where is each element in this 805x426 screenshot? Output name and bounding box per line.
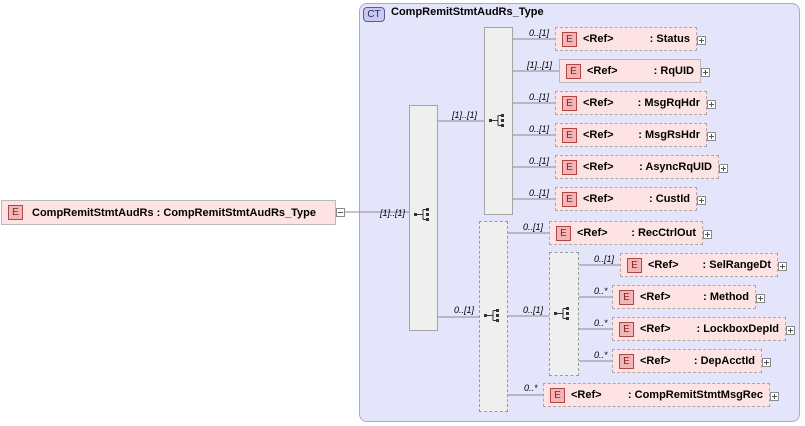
multiplicity-label: [1]..[1] bbox=[380, 208, 406, 218]
element-status[interactable]: E <Ref> : Status bbox=[555, 27, 697, 51]
element-badge: E bbox=[556, 225, 571, 241]
root-element[interactable]: E CompRemitStmtAudRs : CompRemitStmtAudR… bbox=[1, 200, 336, 225]
element-name: : RecCtrlOut bbox=[631, 227, 696, 239]
expand-toggle[interactable] bbox=[697, 196, 706, 205]
multiplicity-label: [1]..[1] bbox=[452, 110, 478, 120]
expand-toggle[interactable] bbox=[697, 36, 706, 45]
expand-toggle[interactable] bbox=[762, 358, 771, 367]
element-selrangedt[interactable]: E <Ref> : SelRangeDt bbox=[620, 253, 778, 277]
element-badge: E bbox=[562, 159, 577, 175]
ref-label: <Ref> bbox=[571, 389, 602, 401]
element-badge: E bbox=[562, 95, 577, 111]
sequence-icon bbox=[414, 208, 429, 221]
element-badge: E bbox=[550, 387, 565, 403]
element-msgrqhdr[interactable]: E <Ref> : MsgRqHdr bbox=[555, 91, 707, 115]
element-badge: E bbox=[619, 353, 634, 369]
element-name: : DepAcctId bbox=[693, 355, 755, 367]
element-lockboxdepid[interactable]: E <Ref> : LockboxDepId bbox=[612, 317, 786, 341]
multiplicity-label: 0..[1] bbox=[529, 92, 550, 102]
element-badge: E bbox=[619, 321, 634, 337]
expand-toggle[interactable] bbox=[703, 230, 712, 239]
ref-label: <Ref> bbox=[648, 259, 679, 271]
expand-toggle[interactable] bbox=[786, 326, 795, 335]
element-badge: E bbox=[627, 257, 642, 273]
multiplicity-label: 0..* bbox=[524, 383, 538, 393]
element-rquid[interactable]: E <Ref> : RqUID bbox=[559, 59, 701, 83]
element-msgrshdr[interactable]: E <Ref> : MsgRsHdr bbox=[555, 123, 707, 147]
expand-toggle[interactable] bbox=[719, 164, 728, 173]
expand-toggle[interactable] bbox=[707, 100, 716, 109]
element-name: : MsgRqHdr bbox=[637, 97, 700, 109]
ref-label: <Ref> bbox=[640, 291, 671, 303]
ref-label: <Ref> bbox=[587, 65, 618, 77]
element-name: : Status bbox=[649, 33, 690, 45]
ref-label: <Ref> bbox=[583, 193, 614, 205]
expand-toggle[interactable] bbox=[707, 132, 716, 141]
multiplicity-label: 0..* bbox=[594, 350, 608, 360]
element-badge: E bbox=[8, 205, 23, 220]
multiplicity-label: 0..[1] bbox=[523, 305, 544, 315]
element-custid[interactable]: E <Ref> : CustId bbox=[555, 187, 697, 211]
multiplicity-label: 0..* bbox=[594, 286, 608, 296]
sequence-icon bbox=[489, 114, 504, 127]
sequence-icon bbox=[484, 309, 499, 322]
expand-toggle[interactable] bbox=[770, 392, 779, 401]
ref-label: <Ref> bbox=[577, 227, 608, 239]
expand-toggle[interactable] bbox=[756, 294, 765, 303]
element-asyncrquid[interactable]: E <Ref> : AsyncRqUID bbox=[555, 155, 719, 179]
sequence-top[interactable] bbox=[484, 27, 513, 215]
element-name: : Method bbox=[703, 291, 749, 303]
root-element-label: CompRemitStmtAudRs : CompRemitStmtAudRs_… bbox=[32, 206, 316, 219]
element-badge: E bbox=[619, 289, 634, 305]
ref-label: <Ref> bbox=[583, 129, 614, 141]
multiplicity-label: 0..[1] bbox=[523, 222, 544, 232]
collapse-toggle[interactable] bbox=[336, 208, 345, 217]
expand-toggle[interactable] bbox=[778, 262, 787, 271]
element-badge: E bbox=[562, 31, 577, 47]
multiplicity-label: 0..[1] bbox=[454, 305, 475, 315]
multiplicity-label: [1]..[1] bbox=[527, 60, 553, 70]
element-name: : SelRangeDt bbox=[702, 259, 771, 271]
ref-label: <Ref> bbox=[640, 323, 671, 335]
element-name: : LockboxDepId bbox=[696, 323, 779, 335]
ref-label: <Ref> bbox=[640, 355, 671, 367]
element-name: : CompRemitStmtMsgRec bbox=[627, 389, 763, 401]
multiplicity-label: 0..[1] bbox=[529, 28, 550, 38]
complex-type-badge: CT bbox=[363, 7, 385, 22]
element-name: : RqUID bbox=[653, 65, 694, 77]
multiplicity-label: 0..[1] bbox=[529, 124, 550, 134]
element-depacctid[interactable]: E <Ref> : DepAcctId bbox=[612, 349, 762, 373]
multiplicity-label: 0..[1] bbox=[594, 254, 615, 264]
element-recctrlout[interactable]: E <Ref> : RecCtrlOut bbox=[549, 221, 703, 245]
complex-type-title: CompRemitStmtAudRs_Type bbox=[391, 6, 544, 18]
element-compremitstmtmsgrec[interactable]: E <Ref> : CompRemitStmtMsgRec bbox=[543, 383, 770, 407]
element-name: : MsgRsHdr bbox=[638, 129, 700, 141]
element-name: : CustId bbox=[649, 193, 690, 205]
multiplicity-label: 0..[1] bbox=[529, 188, 550, 198]
sequence-icon bbox=[554, 307, 569, 320]
element-method[interactable]: E <Ref> : Method bbox=[612, 285, 756, 309]
ref-label: <Ref> bbox=[583, 161, 614, 173]
ref-label: <Ref> bbox=[583, 33, 614, 45]
multiplicity-label: 0..* bbox=[594, 318, 608, 328]
element-badge: E bbox=[562, 127, 577, 143]
element-badge: E bbox=[562, 191, 577, 207]
ref-label: <Ref> bbox=[583, 97, 614, 109]
element-name: : AsyncRqUID bbox=[639, 161, 712, 173]
element-badge: E bbox=[566, 63, 581, 79]
expand-toggle[interactable] bbox=[701, 68, 710, 77]
multiplicity-label: 0..[1] bbox=[529, 156, 550, 166]
